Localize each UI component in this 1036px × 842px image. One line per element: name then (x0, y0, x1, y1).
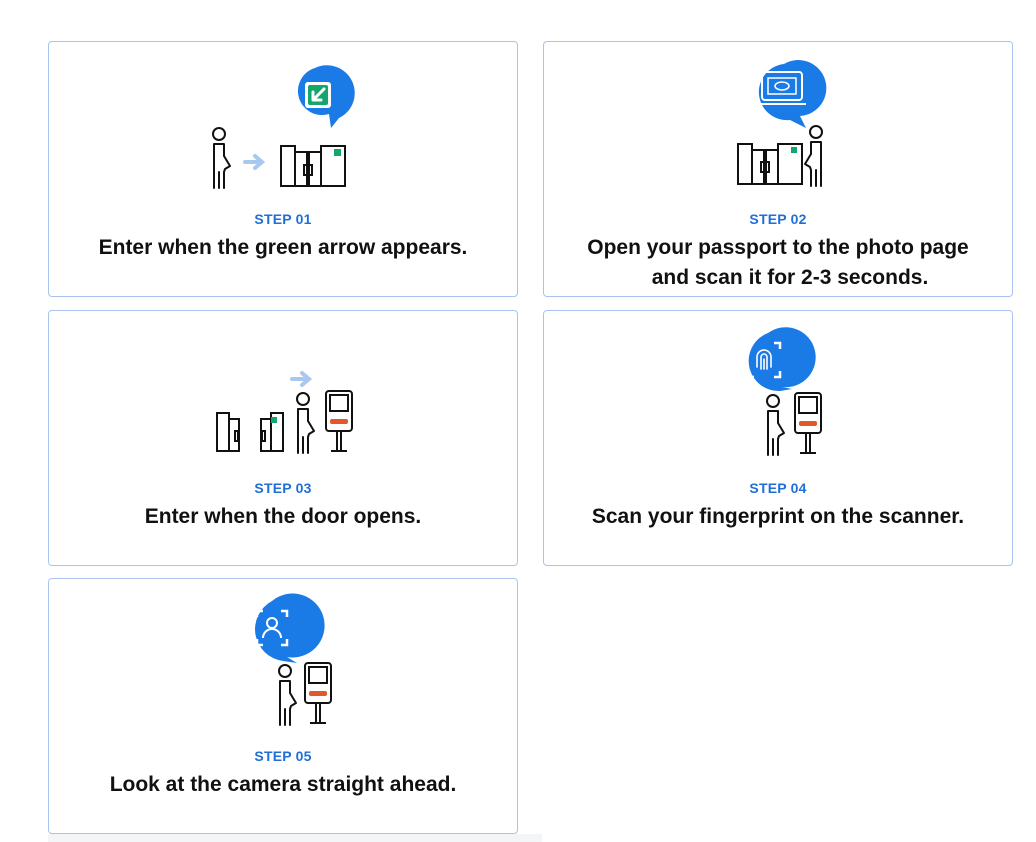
gate-icon (280, 145, 346, 187)
step-01-label: STEP 01 (254, 211, 312, 227)
step-01-instruction: Enter when the green arrow appears. (98, 236, 468, 259)
person-icon (212, 127, 231, 189)
walk-arrow-icon (243, 154, 266, 170)
gate-icon (216, 412, 284, 452)
person-icon (278, 664, 297, 726)
passport-scanner-bubble-icon (758, 60, 827, 128)
step-03-label: STEP 03 (254, 480, 312, 496)
person-icon (804, 125, 823, 187)
step-05-card: STEP 05 Look at the camera straight ahea… (48, 578, 518, 834)
step-04-instruction: Scan your fingerprint on the scanner. (591, 505, 965, 528)
gate-icon (737, 143, 803, 185)
fingerprint-bubble-icon (746, 327, 816, 392)
kiosk-icon (325, 390, 353, 452)
step-04-card: STEP 04 Scan your fingerprint on the sca… (543, 310, 1013, 566)
step-01-card: STEP 01 Enter when the green arrow appea… (48, 41, 518, 297)
kiosk-icon (304, 662, 332, 724)
step-01-illustration (212, 65, 355, 189)
person-icon (296, 392, 315, 454)
walk-arrow-icon (290, 371, 313, 387)
step-05-instruction: Look at the camera straight ahead. (109, 773, 457, 796)
step-03-illustration (216, 371, 353, 454)
step-02-label: STEP 02 (749, 211, 807, 227)
face-recognition-bubble-icon (255, 593, 325, 663)
step-02-illustration (737, 60, 827, 187)
step-02-card: STEP 02 Open your passport to the photo … (543, 41, 1013, 297)
person-icon (766, 394, 785, 456)
step-02-instruction-line2: and scan it for 2-3 seconds. (651, 266, 929, 289)
green-arrow-bubble-icon (297, 65, 355, 128)
step-04-illustration (746, 327, 822, 456)
step-03-card: STEP 03 Enter when the door opens. (48, 310, 518, 566)
bottom-divider (48, 834, 542, 842)
step-05-label: STEP 05 (254, 748, 312, 764)
step-03-instruction: Enter when the door opens. (144, 505, 422, 528)
kiosk-icon (794, 392, 822, 454)
step-02-instruction-line1: Open your passport to the photo page (587, 236, 969, 259)
step-04-label: STEP 04 (749, 480, 807, 496)
step-05-illustration (255, 593, 332, 726)
